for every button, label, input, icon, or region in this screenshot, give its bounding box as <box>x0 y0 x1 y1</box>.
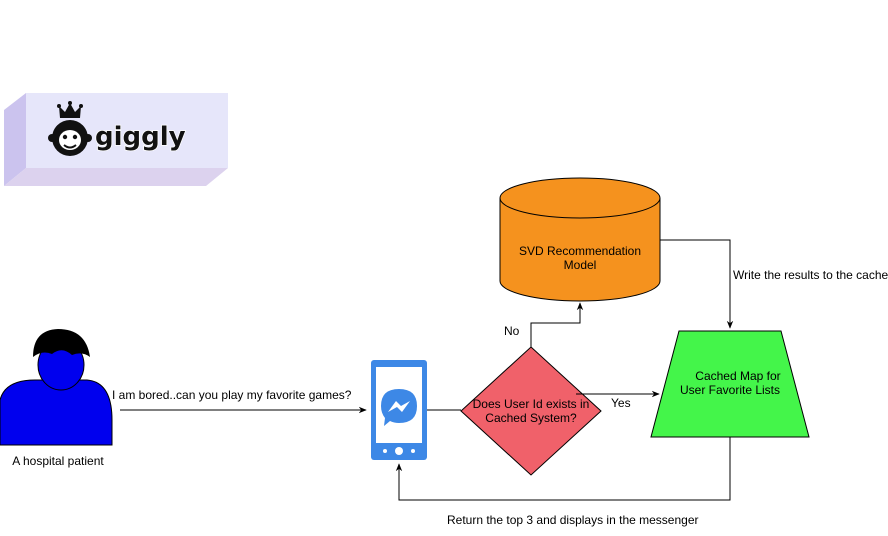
person-icon <box>0 329 113 446</box>
patient-label: A hospital patient <box>12 454 104 468</box>
cache-node: Cached Map for User Favorite Lists <box>650 330 810 438</box>
yes-label: Yes <box>611 396 631 410</box>
no-label: No <box>504 324 520 338</box>
decision-line2: Cached System? <box>485 411 577 425</box>
message-label: I am bored..can you play my favorite gam… <box>112 388 352 402</box>
cache-line1: Cached Map for <box>695 369 780 383</box>
model-line2: Model <box>564 258 597 272</box>
decision-line1: Does User Id exists in <box>473 397 590 411</box>
messenger-phone[interactable] <box>371 360 427 460</box>
write-label: Write the results to the cache <box>733 268 888 282</box>
logo-box: giggly <box>4 93 228 186</box>
cache-line2: User Favorite Lists <box>680 383 780 397</box>
no-edge <box>530 302 584 347</box>
messenger-icon <box>381 389 417 426</box>
decision-node: Does User Id exists in Cached System? <box>460 346 602 476</box>
return-label: Return the top 3 and displays in the mes… <box>447 513 698 527</box>
write-edge <box>660 239 734 329</box>
model-node: SVD Recommendation Model <box>499 177 661 302</box>
logo-text: giggly <box>95 122 186 152</box>
return-edge <box>395 437 731 501</box>
monkey-crown-icon <box>48 101 92 156</box>
model-line1: SVD Recommendation <box>519 244 641 258</box>
